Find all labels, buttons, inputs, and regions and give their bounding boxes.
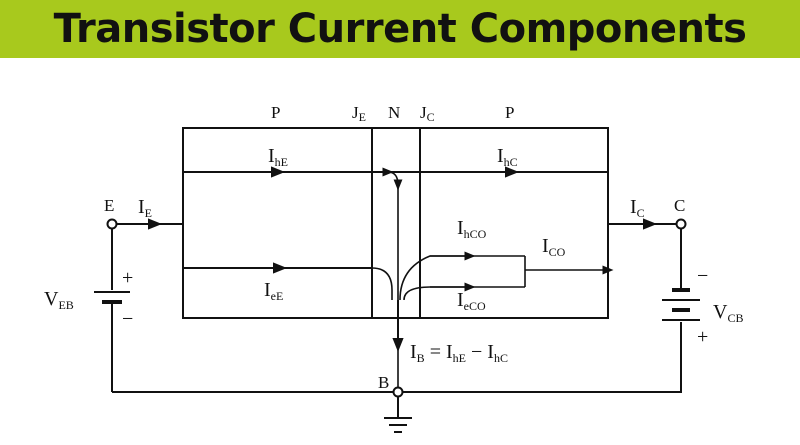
ieco-label: IeCO — [457, 289, 486, 313]
base-terminal — [392, 386, 404, 398]
ihe-label: IhE — [268, 145, 288, 169]
base-curve-bot — [403, 286, 525, 301]
ie-label: IE — [138, 196, 152, 220]
emitter-terminal — [106, 218, 118, 230]
region-base-label: N — [388, 103, 400, 122]
junction-je-label: JE — [352, 103, 366, 124]
page-title: Transistor Current Components — [53, 6, 747, 52]
base-curve-top — [372, 167, 403, 392]
region-emitter-label: P — [271, 103, 280, 122]
terminal-e-label: E — [104, 196, 114, 215]
ihco-label: IhCO — [457, 217, 487, 241]
vcb-minus: − — [697, 265, 708, 287]
ihc-label: IhC — [497, 145, 518, 169]
junction-jc-label: JC — [420, 103, 435, 124]
ic-label: IC — [630, 196, 645, 220]
veb-label: VEB — [44, 288, 74, 312]
veb-minus: − — [122, 308, 133, 330]
ib-equation: IB = IhE − IhC — [410, 341, 508, 365]
title-banner: Transistor Current Components — [0, 0, 800, 58]
terminal-c-label: C — [674, 196, 685, 215]
transistor-body — [182, 127, 609, 319]
iee-label: IeE — [264, 279, 283, 303]
base-curve-mid — [371, 267, 393, 300]
region-collector-label: P — [505, 103, 514, 122]
vcb-label: VCB — [713, 301, 743, 325]
vcb-plus: + — [697, 326, 708, 348]
veb-plus: + — [122, 267, 133, 289]
collector-terminal — [675, 218, 687, 230]
terminal-b-label: B — [378, 373, 389, 392]
base-curve-low — [399, 255, 525, 301]
ico-label: ICO — [542, 235, 566, 259]
